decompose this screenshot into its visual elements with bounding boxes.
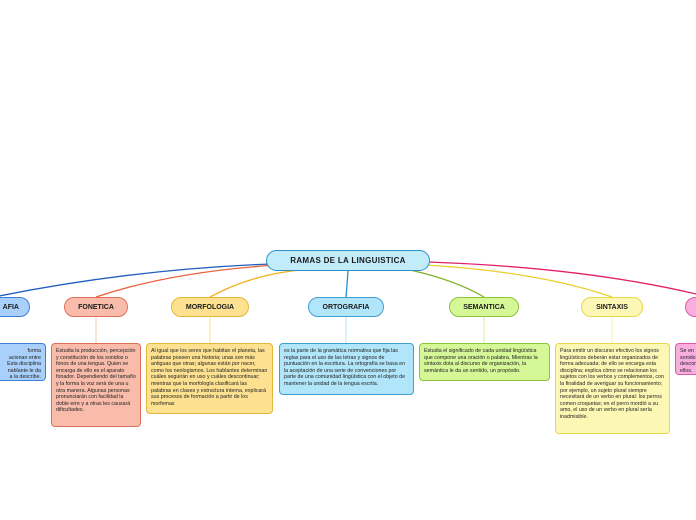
branch-morfologia[interactable]: MORFOLOGIA — [171, 297, 249, 317]
connector-pragmatica — [427, 261, 696, 295]
connector-fonologia — [0, 263, 271, 297]
note-pragmatica[interactable]: Se en sonido descon ellos. — [675, 343, 696, 375]
note-fonologia[interactable]: forma acionan entre Esta disciplina nabl… — [0, 343, 46, 381]
note-morfologia[interactable]: Al igual que los seres que habitan el pl… — [146, 343, 273, 414]
connector-ortografia — [345, 270, 349, 298]
connector-fonetica — [95, 264, 277, 298]
branch-sintaxis[interactable]: SINTAXIS — [581, 297, 643, 317]
note-fonetica[interactable]: Estudia la producción, percepción y cons… — [51, 343, 141, 427]
connector-morfologia — [209, 269, 301, 298]
note-semantica[interactable]: Estudia el significado de cada unidad li… — [419, 343, 550, 381]
branch-fonologia[interactable]: AFIA — [0, 297, 30, 317]
branch-semantica[interactable]: SEMANTICA — [449, 297, 519, 317]
note-sintaxis[interactable]: Para emitir un discurso efectivo los sig… — [555, 343, 670, 434]
root-topic[interactable]: RAMAS DE LA LINGUISTICA — [266, 250, 430, 271]
connector-semantica — [409, 269, 485, 298]
note-ortografia[interactable]: es la parte de la gramática normativa qu… — [279, 343, 414, 395]
branch-ortografia[interactable]: ORTOGRAFIA — [308, 297, 384, 317]
branch-fonetica[interactable]: FONETICA — [64, 297, 128, 317]
connector-sintaxis — [425, 264, 613, 298]
